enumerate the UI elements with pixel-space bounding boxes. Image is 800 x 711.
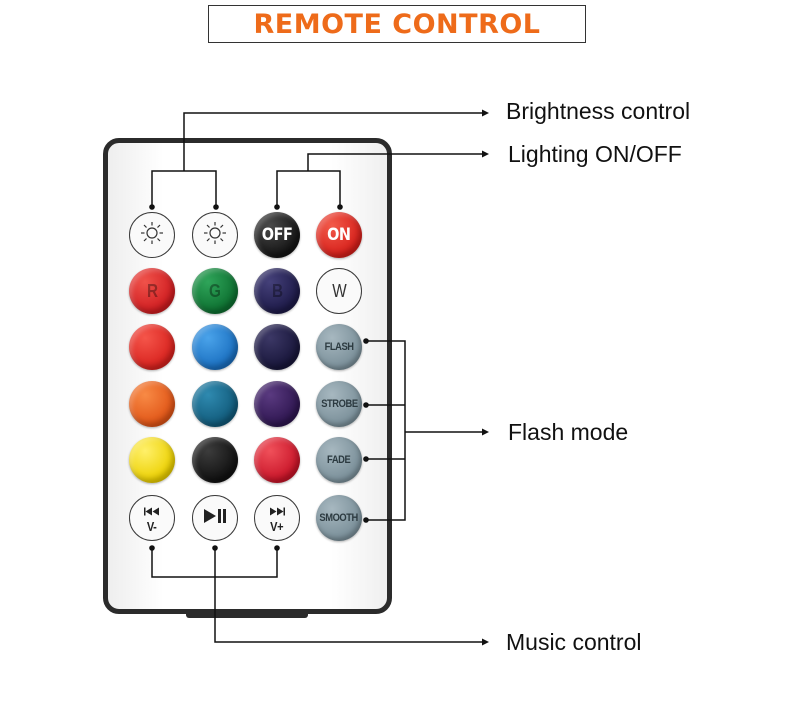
flash-callout: Flash mode <box>508 419 629 445</box>
green-button[interactable]: G <box>192 268 238 314</box>
remote-bottom-tab <box>186 610 308 618</box>
brightness-callout: Brightness control <box>506 98 691 124</box>
color-button-red[interactable] <box>129 324 175 370</box>
brightness-leader <box>151 170 217 207</box>
lighting-callout: Lighting ON/OFF <box>508 141 682 167</box>
sun-dim-icon <box>139 220 165 251</box>
smooth-label: SMOOTH <box>319 512 359 524</box>
color-button-black[interactable] <box>192 437 238 483</box>
g-label: G <box>209 280 221 301</box>
color-button-yellow[interactable] <box>129 437 175 483</box>
smooth-button[interactable]: SMOOTH <box>316 495 362 541</box>
play-pause-icon <box>202 508 228 529</box>
color-button-orange[interactable] <box>129 381 175 427</box>
flash-leader <box>366 340 406 521</box>
previous-icon <box>142 503 162 521</box>
color-button-navy[interactable] <box>254 324 300 370</box>
color-button-crimson[interactable] <box>254 437 300 483</box>
color-button-teal[interactable] <box>192 381 238 427</box>
music-leader-stem <box>214 548 487 643</box>
on-label: ON <box>327 225 351 245</box>
volume-up-label: V+ <box>270 519 284 534</box>
r-label: R <box>146 280 158 301</box>
strobe-button[interactable]: STROBE <box>316 381 362 427</box>
brightness-down-button[interactable] <box>129 212 175 258</box>
music-callout: Music control <box>506 629 642 655</box>
blue-button[interactable]: B <box>254 268 300 314</box>
fade-label: FADE <box>327 454 351 466</box>
flash-button[interactable]: FLASH <box>316 324 362 370</box>
w-label: W <box>331 280 347 301</box>
off-label: OFF <box>261 225 293 245</box>
next-volume-up-button[interactable]: V+ <box>254 495 300 541</box>
white-button[interactable]: W <box>316 268 362 314</box>
fade-button[interactable]: FADE <box>316 437 362 483</box>
volume-down-label: V- <box>147 519 157 534</box>
sun-bright-icon <box>202 220 228 251</box>
flash-label: FLASH <box>324 341 354 353</box>
title-box: REMOTE CONTROL <box>208 5 586 43</box>
lighting-leader-stem <box>307 153 487 171</box>
red-button[interactable]: R <box>129 268 175 314</box>
page-title: REMOTE CONTROL <box>253 8 541 40</box>
next-icon <box>267 503 287 521</box>
color-button-purple[interactable] <box>254 381 300 427</box>
strobe-label: STROBE <box>320 398 358 410</box>
off-button[interactable]: OFF <box>254 212 300 258</box>
brightness-up-button[interactable] <box>192 212 238 258</box>
lighting-leader <box>276 170 341 207</box>
previous-volume-down-button[interactable]: V- <box>129 495 175 541</box>
brightness-leader-stem <box>183 112 487 171</box>
play-pause-button[interactable] <box>192 495 238 541</box>
b-label: B <box>271 280 283 301</box>
color-button-sky-blue[interactable] <box>192 324 238 370</box>
on-button[interactable]: ON <box>316 212 362 258</box>
